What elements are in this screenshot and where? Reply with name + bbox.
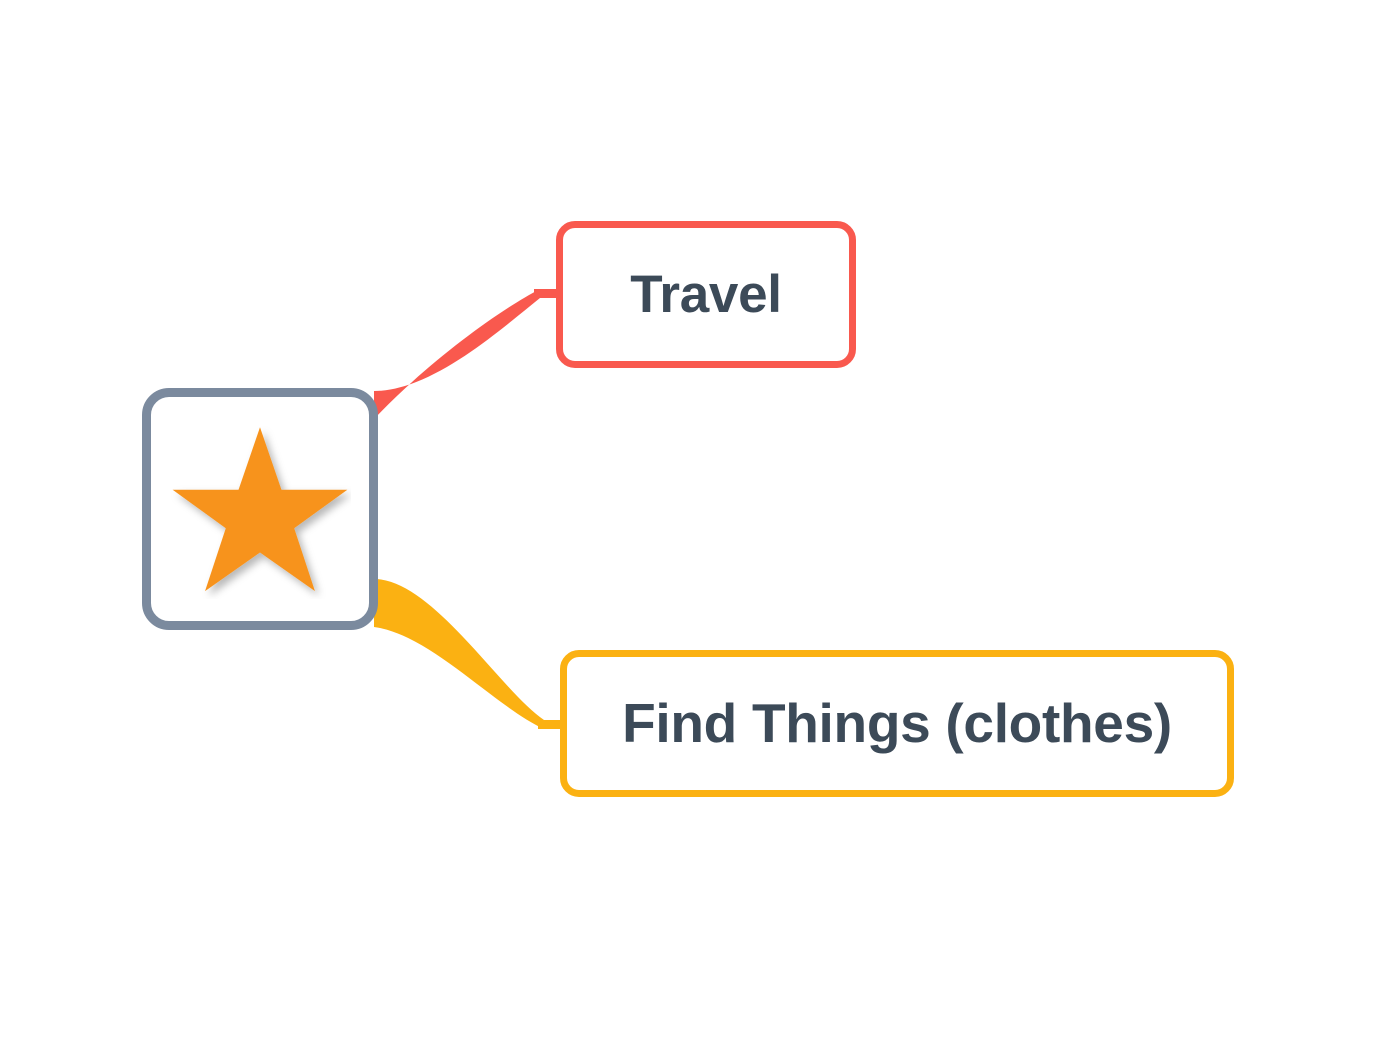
node-find-things-label: Find Things (clothes) [622, 692, 1172, 754]
connector-travel [374, 289, 540, 419]
root-node[interactable] [142, 388, 378, 630]
node-find-things[interactable]: Find Things (clothes) [560, 650, 1234, 797]
connector-find-things [374, 579, 544, 729]
node-travel-label: Travel [630, 265, 782, 324]
node-travel[interactable]: Travel [556, 221, 856, 368]
star-icon [172, 427, 348, 592]
